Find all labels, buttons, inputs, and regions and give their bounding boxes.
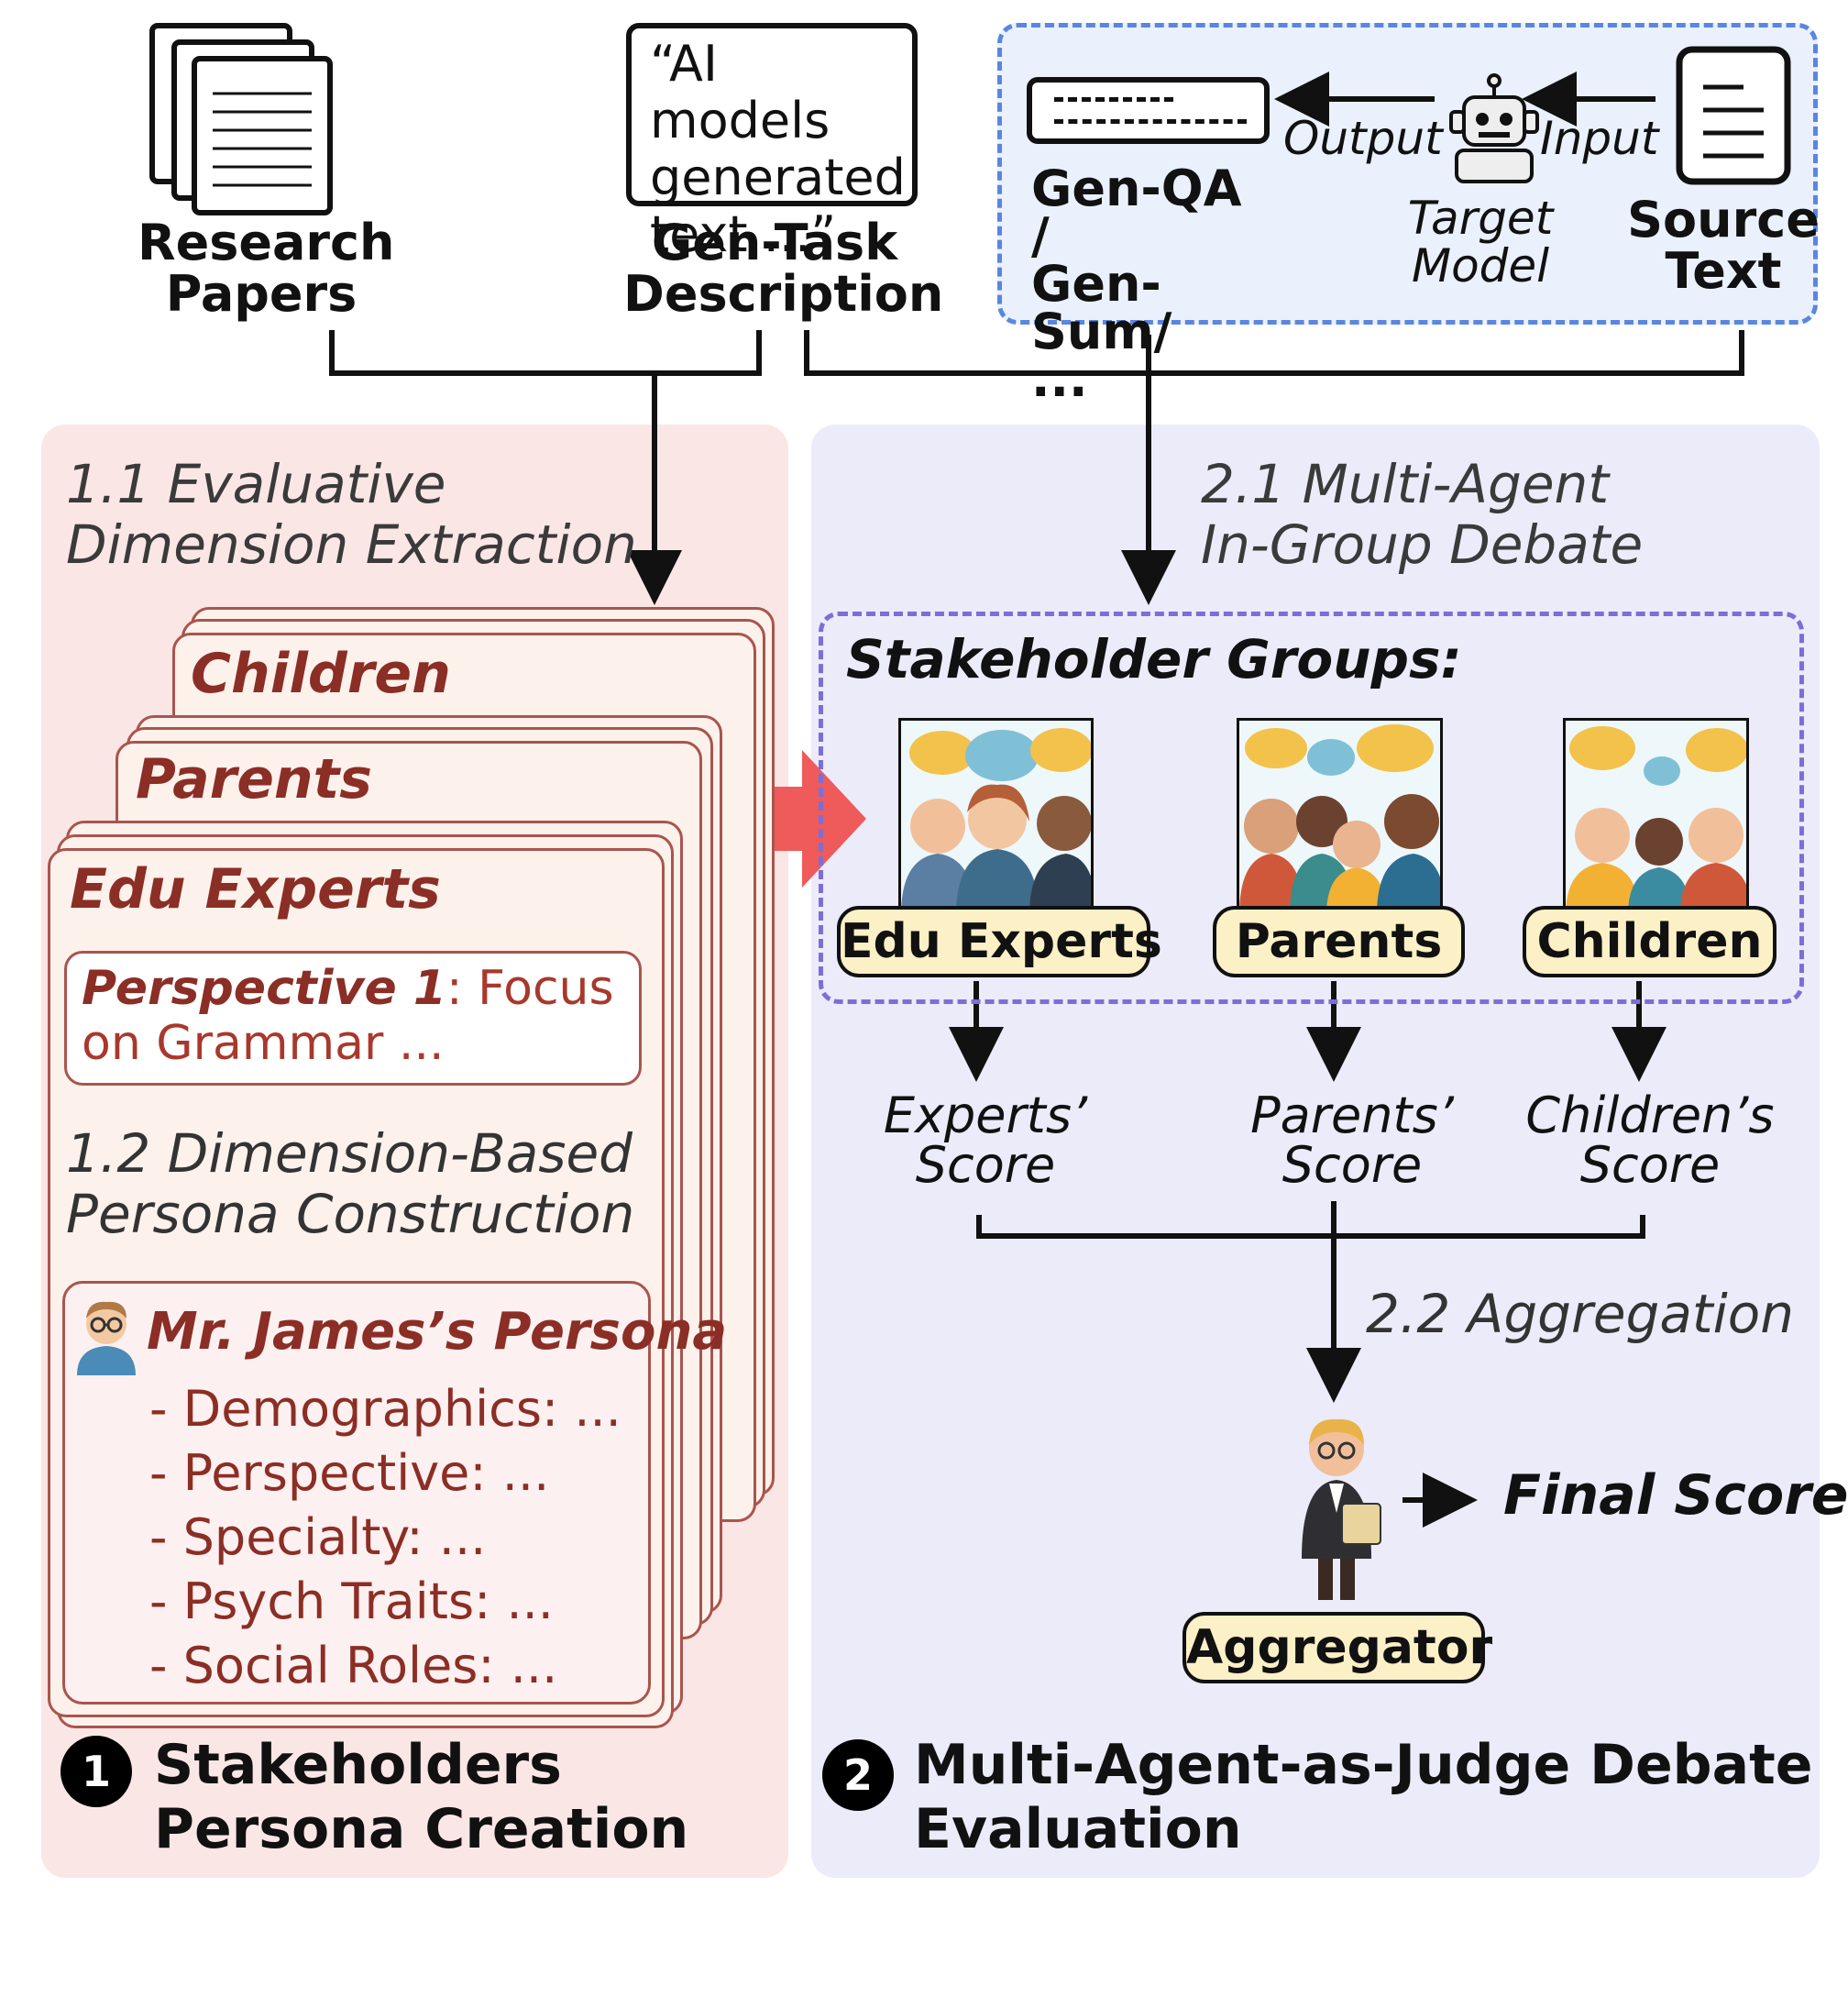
target-model-label: Target Model <box>1407 192 1554 292</box>
persona-box <box>62 1281 651 1705</box>
persona-item-perspective: - Perspective: ... <box>149 1444 550 1502</box>
output-document-icon <box>1027 77 1270 144</box>
children-illustration <box>1563 718 1749 912</box>
step-2-2-label: 2.2 Aggregation <box>1366 1283 1794 1345</box>
stage1-title: Stakeholders Persona Creation <box>154 1733 689 1861</box>
perspective-box: Perspective 1: Focus on Grammar ... <box>64 951 642 1086</box>
step-1-number: 1 <box>60 1736 132 1807</box>
persona-item-demographics: - Demographics: ... <box>149 1380 622 1438</box>
aggregator-icon <box>1283 1412 1393 1605</box>
step-2-1-label: 2.1 Multi-Agent In-Group Debate <box>1201 453 1644 576</box>
edu-experts-illustration <box>898 718 1094 912</box>
experts-score: Experts’ Score <box>883 1087 1088 1194</box>
children-card-title: Children <box>191 642 451 706</box>
step-2-number: 2 <box>822 1739 894 1811</box>
group-pill-parents: Parents <box>1213 906 1465 977</box>
parents-illustration <box>1237 718 1443 912</box>
robot-icon <box>1444 72 1545 186</box>
teacher-avatar-icon <box>72 1295 141 1375</box>
step-1-1-label: 1.1 Evaluative Dimension Extraction <box>66 453 637 576</box>
research-papers-label: Research Papers <box>138 214 395 323</box>
children-score: Children’s Score <box>1525 1087 1775 1194</box>
gen-outputs-label: Gen-QA / Gen-Sum/ ... <box>1031 160 1242 408</box>
stage2-title: Multi-Agent-as-Judge Debate Evaluation <box>914 1733 1813 1861</box>
stakeholder-groups-title: Stakeholder Groups: <box>846 628 1462 690</box>
experts-card-title: Edu Experts <box>70 857 441 921</box>
persona-item-social-roles: - Social Roles: ... <box>149 1637 558 1694</box>
persona-title: Mr. James’s Persona <box>147 1302 728 1362</box>
parents-card-title: Parents <box>136 747 373 811</box>
parents-score: Parents’ Score <box>1250 1087 1454 1194</box>
gen-task-label: Gen-Task Description <box>623 214 944 323</box>
source-text-icon <box>1676 46 1791 185</box>
source-text-label: Source Text <box>1627 191 1820 300</box>
stakeholder-groups-box <box>819 612 1804 1004</box>
perspective-label: Perspective 1 <box>82 961 447 1016</box>
group-pill-edu-experts: Edu Experts <box>837 906 1162 977</box>
output-label: Output <box>1283 112 1443 165</box>
task-quote: “AI models generated text ...” <box>626 23 918 263</box>
perspective-text: : Focus on Grammar ... <box>82 961 614 1071</box>
final-score-label: Final Score <box>1503 1463 1848 1528</box>
aggregator-pill: Aggregator <box>1182 1612 1492 1683</box>
group-pill-children: Children <box>1523 906 1776 977</box>
input-label: Input <box>1540 112 1659 165</box>
persona-item-psych-traits: - Psych Traits: ... <box>149 1572 554 1630</box>
persona-item-specialty: - Specialty: ... <box>149 1508 487 1566</box>
step-1-2-label: 1.2 Dimension-Based Persona Construction <box>66 1122 635 1245</box>
research-papers-icon <box>147 20 335 217</box>
